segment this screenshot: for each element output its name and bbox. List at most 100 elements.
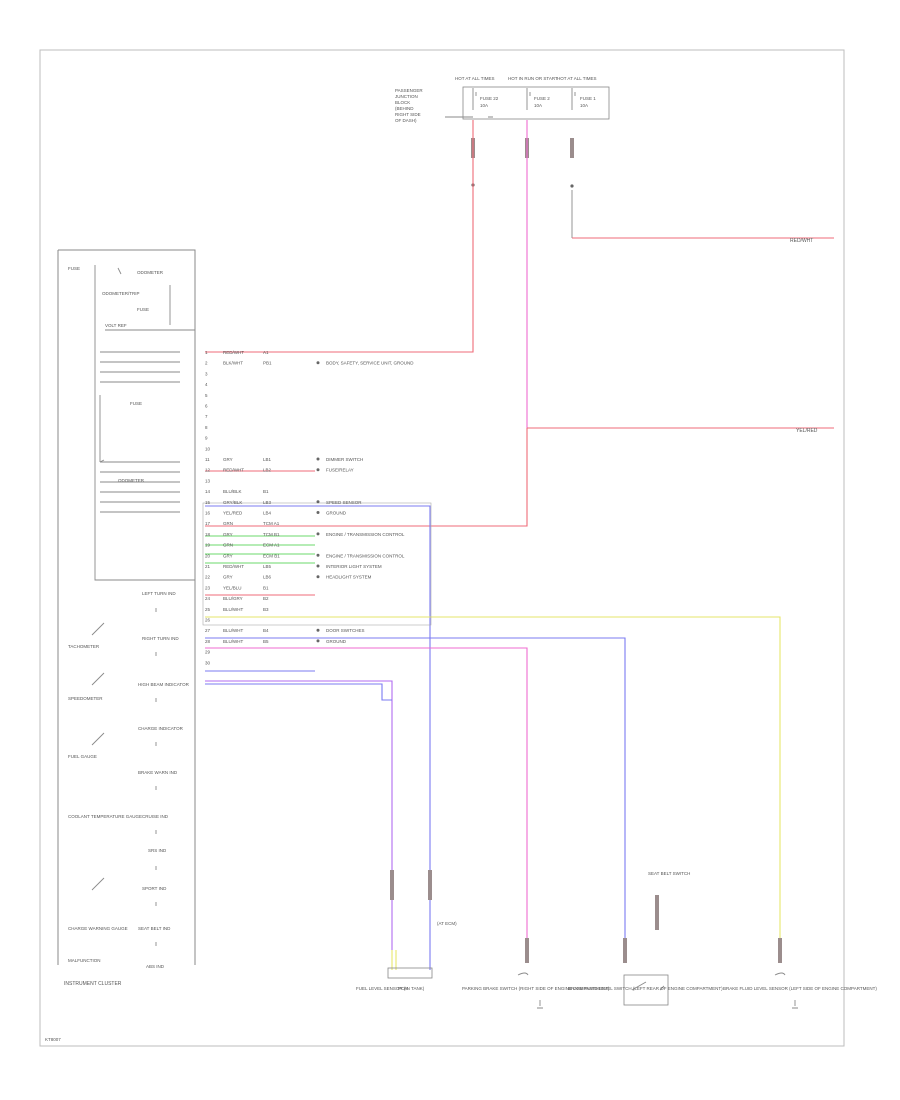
pin-code: LB3 (263, 500, 272, 505)
pin-wire-color: BLU/GRY (223, 596, 243, 601)
pin-number: 2 (205, 361, 208, 366)
pin-wire-color: GRN (223, 543, 233, 548)
pin-number: 23 (205, 585, 211, 590)
pin-number: 12 (205, 468, 211, 473)
pin-wire-color: GRY (223, 532, 233, 537)
junction-line-6: OF DASH) (395, 118, 417, 123)
cluster-name: INSTRUMENT CLUSTER (64, 981, 122, 987)
pin-wire-color: RED/WHT (223, 564, 244, 569)
pin-wire-color: BLU/WHT (223, 607, 244, 612)
pin-wire-color: RED/WHT (223, 350, 244, 355)
pin-code: B2 (263, 596, 269, 601)
splice-dot (316, 457, 320, 461)
pin-number: 6 (205, 404, 208, 409)
indicator-seat-belt: SEAT BELT IND (138, 926, 171, 931)
pin-number: 29 (205, 650, 211, 655)
pin-wire-color: BLU/BLK (223, 489, 242, 494)
pin-code: LB4 (263, 511, 272, 516)
splice-dot (316, 361, 320, 365)
pin-code: TCM B1 (263, 532, 280, 537)
fuse-title-2: HOT IN RUN OR START (508, 76, 558, 81)
fuel-level-sensor-label: FUEL LEVEL SENSOR (IN TANK) (356, 986, 425, 991)
gauge-tachometer: TACHOMETER (68, 644, 100, 649)
pin-number: 20 (205, 553, 211, 558)
fuse-amp-2: 10A (534, 103, 542, 108)
splice-dot (316, 532, 320, 536)
right-label-upper: RED/WHT (790, 238, 813, 244)
pin-destination: DOOR SWITCHES (326, 628, 365, 633)
pin-number: 1 (205, 350, 208, 355)
pin-wire-color: GRY (223, 553, 233, 558)
wire-blu-blk (205, 505, 431, 970)
gauge-charge: CHARGE WARNING GAUGE (68, 926, 128, 931)
right-label-lower: YEL/RED (796, 428, 818, 434)
brake-fluid-switch-label: BRAKE FLUID LEVEL SWITCH (LEFT REAR OF E… (568, 986, 723, 991)
splice-dot (316, 639, 320, 643)
junction-line-5: RIGHT SIDE (395, 112, 421, 117)
indicator-right-turn: RIGHT TURN IND (142, 636, 179, 641)
pin-number: 8 (205, 425, 208, 430)
pin-number: 26 (205, 618, 211, 623)
fuse-title-1: HOT AT ALL TIMES (455, 76, 495, 81)
pin-wire-color: GRY/BLK (223, 500, 242, 505)
pin-number: 13 (205, 478, 211, 483)
parking-brake-label: PARKING BRAKE SWITCH (RIGHT SIDE OF ENGI… (462, 986, 610, 991)
wire-blu-wht (205, 647, 528, 940)
pin-destination: SPEED SENSOR (326, 500, 362, 505)
fuse-name-1: FUSE 22 (480, 96, 499, 101)
pin-number: 9 (205, 436, 208, 441)
pin-number: 14 (205, 489, 211, 494)
indicator-srs: SRS IND (148, 848, 167, 853)
indicator-cruise: CRUISE IND (142, 814, 169, 819)
indicator-abs: ABS IND (146, 964, 165, 969)
pin-wire-color: GRN (223, 521, 233, 526)
gauge-coolant: COOLANT TEMPERATURE GAUGE (68, 814, 142, 819)
pin-number: 16 (205, 511, 211, 516)
pin-number: 10 (205, 446, 211, 451)
pin-number: 22 (205, 575, 211, 580)
pin-number: 24 (205, 596, 211, 601)
pin-destination: ENGINE / TRANSMISSION CONTROL (326, 553, 405, 558)
pin-code: A1 (263, 350, 269, 355)
junction-line-1: PASSENGER (395, 88, 423, 93)
splice-dot (316, 500, 320, 504)
fuse-name-2: FUSE 2 (534, 96, 550, 101)
junction-line-3: BLOCK (395, 100, 410, 105)
pin-destination: GROUND (326, 639, 347, 644)
pin-code: B1 (263, 489, 269, 494)
pin-code: ECM B1 (263, 553, 280, 558)
instrument-cluster: FUSE ODOMETER ODOMETER/TRIP FUSE VOLT RE… (57, 249, 196, 987)
indicator-left-turn: LEFT TURN IND (142, 591, 176, 596)
pin-destination: GROUND (326, 511, 347, 516)
cluster-top-item-1: FUSE (68, 266, 80, 271)
gauge-fuel: FUEL GAUGE (68, 754, 97, 759)
cluster-top-item-2: ODOMETER (137, 270, 164, 275)
pin-wire-color: BLU/WHT (223, 639, 244, 644)
cluster-top-item-5: VOLT REF (105, 323, 127, 328)
pin-number: 25 (205, 607, 211, 612)
wire-red-white-fuse22 (205, 120, 474, 353)
pin-wire-color: GRY (223, 575, 233, 580)
cluster-odo-label: ODOMETER (118, 478, 145, 483)
pin-code: B4 (263, 628, 269, 633)
fuse-block: HOT AT ALL TIMES HOT IN RUN OR START HOT… (395, 76, 610, 123)
cluster-top-item-4: FUSE (137, 307, 149, 312)
pin-wire-color: RED/WHT (223, 468, 244, 473)
pin-code: B3 (263, 607, 269, 612)
pcm-label: PCM (398, 986, 408, 991)
splice-dot (316, 628, 320, 632)
pin-number: 7 (205, 414, 208, 419)
pin-destination: FUSE/RELAY (326, 468, 354, 473)
fuse-name-3: FUSE 1 (580, 96, 596, 101)
pin-code: LB2 (263, 468, 272, 473)
pin-destination: INTERIOR LIGHT SYSTEM (326, 564, 382, 569)
splice-dot (316, 564, 320, 568)
pin-destination: HEADLIGHT SYSTEM (326, 575, 372, 580)
indicator-sport: SPORT IND (142, 886, 167, 891)
pin-code: ECM A1 (263, 543, 280, 548)
pin-code: B1 (263, 585, 269, 590)
pin-number: 17 (205, 521, 211, 526)
pin-number: 27 (205, 628, 211, 633)
pin-wire-color: BLU/WHT (223, 628, 244, 633)
